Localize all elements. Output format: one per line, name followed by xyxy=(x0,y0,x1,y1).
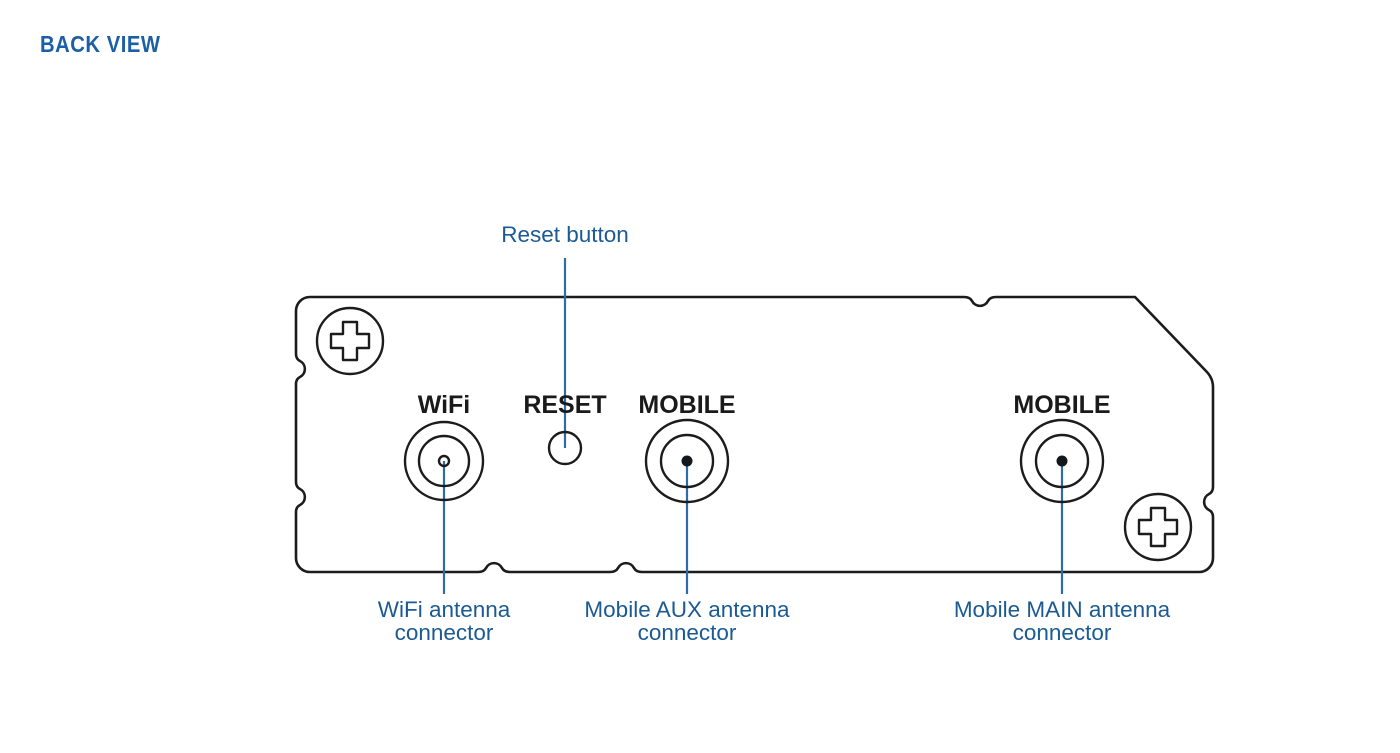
callout-mobile-main-line-2: connector xyxy=(1013,620,1112,645)
phillips-cross-icon xyxy=(329,320,371,362)
screw-head-circle xyxy=(1123,492,1193,562)
port-label-mobile-aux: MOBILE xyxy=(638,391,735,419)
mobile-aux-inner-ring xyxy=(659,433,715,489)
wifi-connector-outer-ring xyxy=(403,420,485,502)
page-title: BACK VIEW xyxy=(40,31,161,57)
enclosure-outline xyxy=(294,295,1215,574)
mobile-main-outer-ring xyxy=(1019,418,1105,504)
screw-head-circle xyxy=(315,306,385,376)
port-mobile-aux[interactable]: MOBILE xyxy=(638,391,736,504)
mobile-main-center-pin xyxy=(1056,455,1068,467)
callout-reset: Reset button xyxy=(501,222,629,247)
port-label-wifi: WiFi xyxy=(418,391,471,419)
callout-mobile-main-line-1: Mobile MAIN antenna xyxy=(954,597,1171,622)
mobile-aux-outer-ring xyxy=(644,418,730,504)
port-label-reset: RESET xyxy=(523,391,606,419)
phillips-cross-icon xyxy=(1137,506,1179,548)
port-label-mobile-main: MOBILE xyxy=(1013,391,1110,419)
reset-button-hole[interactable] xyxy=(547,430,583,466)
mobile-aux-center-pin xyxy=(681,455,693,467)
callout-wifi-line-1: WiFi antenna xyxy=(378,597,511,622)
wifi-connector-center-pin xyxy=(437,454,451,468)
callout-mobile-main: Mobile MAIN antenna connector xyxy=(954,597,1171,645)
port-mobile-main[interactable]: MOBILE xyxy=(1013,391,1111,504)
leader-lines xyxy=(442,258,1064,594)
callout-wifi-line-2: connector xyxy=(395,620,494,645)
callout-reset-line-1: Reset button xyxy=(501,222,629,247)
callout-mobile-aux-line-1: Mobile AUX antenna xyxy=(584,597,790,622)
mobile-main-inner-ring xyxy=(1034,433,1090,489)
wifi-connector-inner-ring xyxy=(417,434,471,488)
port-reset[interactable]: RESET xyxy=(523,391,607,466)
screw-bottom-right xyxy=(1123,492,1193,562)
enclosure-body-path xyxy=(294,295,1215,574)
port-wifi[interactable]: WiFi xyxy=(403,391,485,502)
screw-top-left xyxy=(315,306,385,376)
callout-mobile-aux: Mobile AUX antenna connector xyxy=(584,597,790,645)
callout-wifi: WiFi antenna connector xyxy=(378,597,511,645)
callout-mobile-aux-line-2: connector xyxy=(638,620,737,645)
